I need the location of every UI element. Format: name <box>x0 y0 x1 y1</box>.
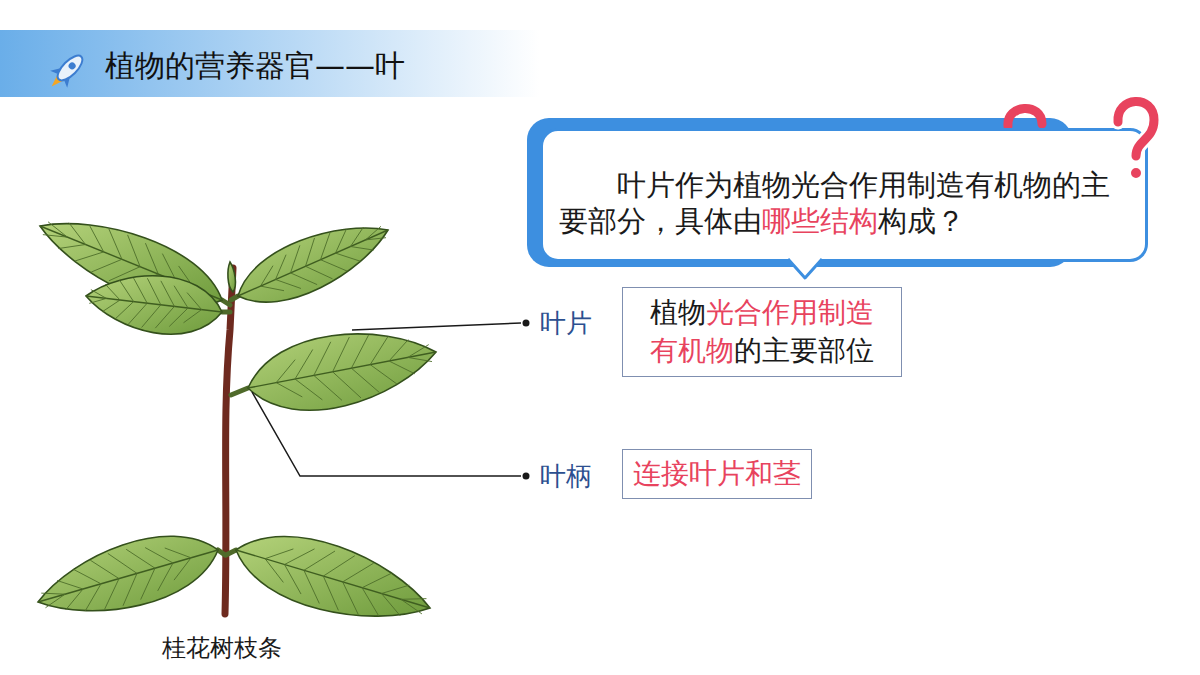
description-box: 连接叶片和茎 <box>622 449 812 499</box>
plain-text: 的主要部位 <box>734 334 874 367</box>
stem <box>225 268 233 614</box>
leaf <box>38 536 218 610</box>
leader-lines <box>252 323 521 476</box>
plain-text: 连接叶片和茎 <box>633 457 801 490</box>
node-text: 植物光合作用制造有机物的主要部位 <box>639 294 885 370</box>
part-name: 叶柄 <box>540 459 592 493</box>
title-band <box>0 30 540 97</box>
plain-text: 构成？ <box>878 204 965 238</box>
leaf <box>238 226 388 302</box>
leaf <box>236 537 430 617</box>
leader-dot <box>523 473 530 480</box>
leaf <box>86 276 222 334</box>
node-text: 叶片作为植物光合作用制造有机物的主要部分，具体由哪些结构构成？ <box>559 167 1115 239</box>
question-bubble: 叶片作为植物光合作用制造有机物的主要部分，具体由哪些结构构成？ <box>540 128 1148 262</box>
osmanthus-branch <box>38 222 436 616</box>
part-name: 叶片 <box>540 306 592 340</box>
leaf <box>248 334 436 410</box>
rocket-icon <box>43 48 90 95</box>
petiole <box>222 310 230 315</box>
node-text: 连接叶片和茎 <box>633 457 801 491</box>
leaf <box>228 262 236 292</box>
petiole <box>226 550 236 555</box>
slide-title: 植物的营养器官——叶 <box>105 48 405 84</box>
highlight-text: 哪些结构 <box>762 204 878 238</box>
plain-text: 植物 <box>650 296 706 329</box>
petiole <box>231 388 248 395</box>
question-mark <box>1008 108 1042 126</box>
figure-caption: 桂花树枝条 <box>162 633 282 663</box>
description-box: 植物光合作用制造有机物的主要部位 <box>622 287 902 377</box>
leader-dot <box>523 320 530 327</box>
petiole <box>231 296 238 300</box>
